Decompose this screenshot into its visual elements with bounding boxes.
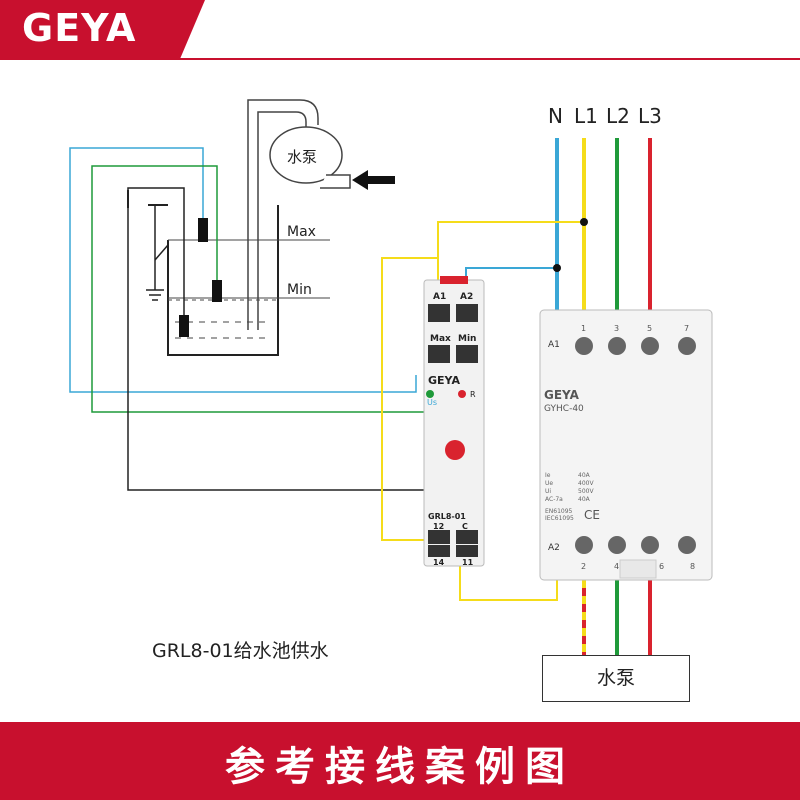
- contactor-coil-a1: A1: [548, 340, 560, 350]
- footer-band: [0, 722, 800, 800]
- pump-label: 水泵: [287, 148, 318, 166]
- probe-common: [179, 315, 189, 337]
- rating-key-ue: Ue: [545, 480, 554, 487]
- relay-min: Min: [458, 334, 477, 344]
- relay-t14: 14: [433, 558, 445, 567]
- rating-ie: 40A: [578, 472, 590, 479]
- wire-l1-a1: [437, 221, 584, 290]
- brand-logo: GEYA: [22, 6, 137, 50]
- pump-pipe: [247, 99, 351, 330]
- max-level-label: Max: [287, 224, 316, 240]
- rating-key-ac7a: AC-7a: [545, 496, 563, 503]
- relay-led-us: Us: [427, 398, 438, 407]
- relay-max: Max: [430, 334, 451, 344]
- relay-led-r: R: [470, 390, 476, 399]
- contactor-num-5: 5: [647, 324, 653, 333]
- junctions: [553, 218, 588, 272]
- standard-en: EN61095: [545, 508, 573, 515]
- probe-wires: [69, 147, 443, 520]
- probe-min: [212, 280, 222, 302]
- wire-min-green: [91, 165, 443, 413]
- standard-iec: IEC61095: [545, 515, 574, 522]
- load-pump-box: 水泵: [542, 655, 690, 702]
- relay-t11: 11: [462, 558, 474, 567]
- logo-band: [0, 0, 205, 58]
- rating-ue: 400V: [578, 480, 594, 487]
- contactor-num-8: 8: [690, 562, 696, 571]
- contactor-model: GYHC-40: [544, 404, 584, 414]
- contactor-num-1: 1: [581, 324, 587, 333]
- contactor-num-7: 7: [684, 324, 690, 333]
- relay-brand: GEYA: [428, 374, 460, 387]
- phase-lines: [555, 138, 652, 655]
- header-divider: [0, 58, 800, 60]
- phase-l3-label: L3: [638, 104, 662, 128]
- min-level-label: Min: [287, 282, 312, 298]
- relay-a1: A1: [433, 292, 447, 302]
- contactor-module: [539, 309, 713, 581]
- contactor-brand: GEYA: [544, 388, 579, 402]
- contactor-num-3: 3: [614, 324, 620, 333]
- relay-t12: 12: [433, 522, 445, 531]
- phase-l1-label: L1: [574, 104, 598, 128]
- water-level-lines: [168, 239, 330, 339]
- footer-title: 参考接线案例图: [225, 744, 575, 790]
- rating-key-ie: Ie: [545, 472, 551, 479]
- relay-a2: A2: [460, 292, 474, 302]
- inlet-arrow-icon: [352, 170, 395, 190]
- diagram-caption: GRL8-01给水池供水: [152, 640, 329, 662]
- rating-ui: 500V: [578, 488, 594, 495]
- contactor-num-6: 6: [659, 562, 665, 571]
- probes: [179, 218, 222, 337]
- probe-max: [198, 218, 208, 242]
- contactor-num-2: 2: [581, 562, 587, 571]
- rating-key-ui: Ui: [545, 488, 552, 495]
- ground-icon: [146, 205, 169, 301]
- wire-max-blue: [69, 147, 417, 393]
- phase-n-label: N: [548, 104, 563, 128]
- phase-l2-label: L2: [606, 104, 630, 128]
- relay-tc: C: [462, 522, 468, 531]
- ce-mark: CE: [584, 508, 600, 522]
- contactor-num-4: 4: [614, 562, 620, 571]
- relay-model: GRL8-01: [428, 512, 466, 521]
- rating-ac7a: 40A: [578, 496, 590, 503]
- relay-module: [423, 276, 485, 567]
- contactor-coil-a2: A2: [548, 543, 560, 553]
